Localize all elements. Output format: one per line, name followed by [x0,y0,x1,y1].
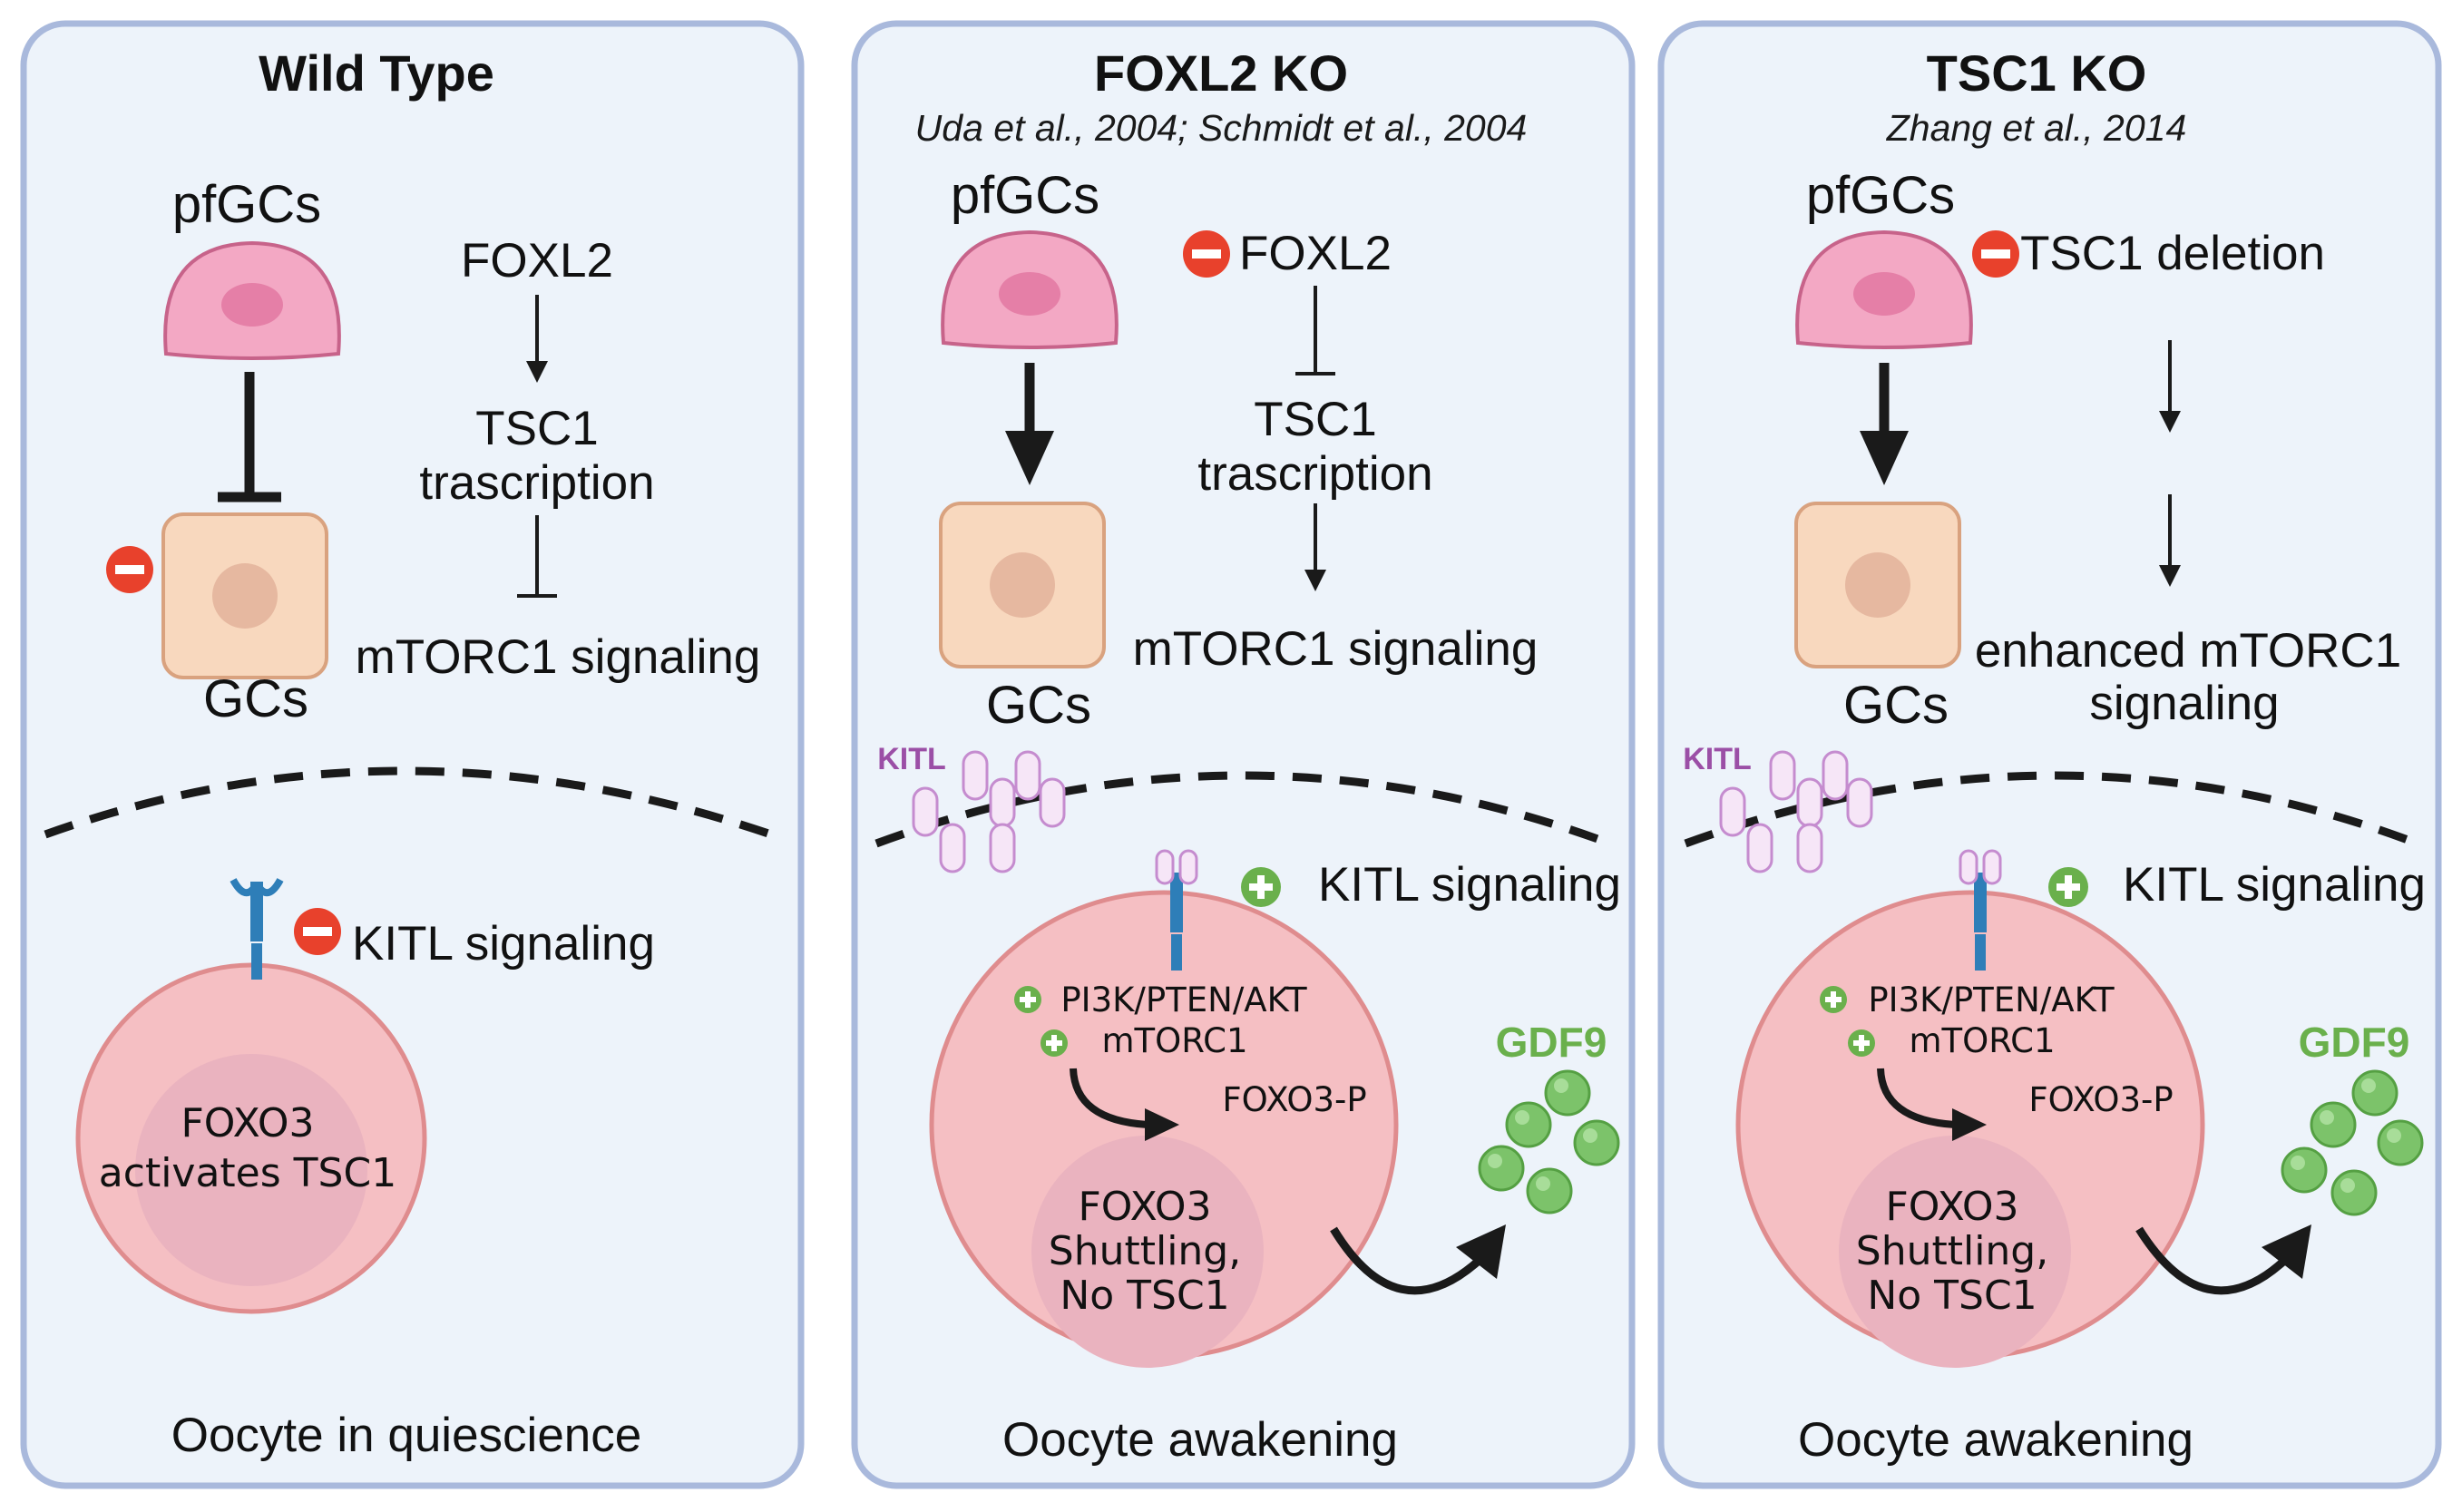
panel-foxl2-ko: FOXL2 KO Uda et al., 2004; Schmidt et al… [851,20,1636,1489]
enhanced-mtorc1: enhanced mTORC1 [1975,624,2401,678]
phosphorylation-arrow [1877,1068,1956,1128]
nucleus-line1: FOXO3 [181,1100,314,1146]
follicle-boundary [44,766,773,839]
gdf9-label: GDF9 [1496,1019,1607,1066]
oocyte-nucleus [135,1054,367,1286]
nucleus-line2: Shuttling, [1856,1228,2048,1274]
gcs-label: GCs [1843,676,1949,735]
panel-foxl2-ko-citation: Uda et al., 2004; Schmidt et al., 2004 [915,107,1528,149]
secretion-arrowhead [1456,1224,1506,1279]
secretion-arrow [2135,1226,2288,1295]
oocyte-nucleus [1839,1136,2071,1368]
pi3k-pathway: PI3K/PTEN/AKT [1868,980,2115,1019]
pfgcs-label: pfGCs [1806,166,1955,225]
mtorc1-label: mTORC1 [1909,1021,2055,1060]
pathway-tsc1: TSC1 [1254,393,1376,446]
plus-icon [1040,1029,1068,1057]
oocyte-nucleus [1031,1136,1264,1368]
minus-icon [106,546,153,593]
plus-icon [1820,986,1847,1013]
gc-cell [939,502,1106,668]
foxo3p-label: FOXO3-P [2028,1080,2173,1119]
panel-caption: Oocyte awakening [1798,1413,2193,1467]
kitl-signaling: KITL signaling [1318,858,1621,912]
nucleus-line3: No TSC1 [1867,1273,2037,1319]
minus-icon [1183,230,1230,278]
follicle-boundary [1684,771,2419,848]
pathway-tsc1-trascription: trascription [1197,447,1432,501]
nucleus-line3: No TSC1 [1060,1273,1229,1319]
phosphorylation-arrowhead [1145,1108,1179,1141]
panel-tsc1-ko: TSC1 KO Zhang et al., 2014 pfGCs GCs TSC… [1657,20,2442,1489]
plus-icon [2048,867,2088,907]
secretion-arrow [1330,1226,1481,1295]
kitl-ligand-label: KITL [1683,742,1752,776]
pathway-mtorc1: mTORC1 signaling [1133,622,1539,676]
enhanced-signaling: signaling [2089,677,2279,730]
panel-tsc1-ko-title: TSC1 KO [1927,44,2147,102]
pathway-tsc1-trascription: trascription [419,456,654,510]
kit-receptor [1155,849,1198,971]
phosphorylation-arrowhead [1952,1108,1987,1141]
foxo3p-label: FOXO3-P [1222,1080,1366,1119]
follicle-boundary [874,771,1612,848]
gcs-label: GCs [203,669,308,728]
pathway-tsc1: TSC1 [475,402,598,455]
gc-cell [161,512,328,679]
pathway-mtorc1: mTORC1 signaling [356,630,761,684]
nucleus-line2: Shuttling, [1049,1228,1241,1274]
panel-caption: Oocyte in quiescience [171,1409,642,1462]
secretion-arrowhead [2262,1224,2311,1279]
kitl-signaling: KITL signaling [352,917,655,971]
phosphorylation-arrow [1070,1068,1148,1128]
tsc1-deletion: TSC1 deletion [2020,227,2325,280]
activation-arrowhead [1005,431,1054,485]
nucleus-line1: FOXO3 [1078,1184,1211,1230]
gdf9-label: GDF9 [2299,1019,2410,1066]
minus-icon [294,908,341,955]
pfgcs-label: pfGCs [172,175,321,234]
kitl-signaling: KITL signaling [2123,858,2426,912]
gcs-label: GCs [986,676,1091,735]
activation-arrowhead [1860,431,1909,485]
minus-icon [1972,230,2019,278]
panel-caption: Oocyte awakening [1002,1413,1398,1467]
plus-icon [1241,867,1281,907]
kit-receptor [1959,849,2002,971]
panel-foxl2-ko-title: FOXL2 KO [1094,44,1348,102]
panel-tsc1-ko-citation: Zhang et al., 2014 [1886,107,2187,149]
plus-icon [1014,986,1041,1013]
pi3k-pathway: PI3K/PTEN/AKT [1060,980,1307,1019]
kit-receptor [230,877,284,980]
plus-icon [1848,1029,1875,1057]
pfgcs-label: pfGCs [951,166,1099,225]
pathway-foxl2: FOXL2 [461,234,613,288]
kitl-ligand-label: KITL [877,742,946,776]
pathway-foxl2: FOXL2 [1239,227,1392,280]
mtorc1-label: mTORC1 [1101,1021,1247,1060]
nucleus-line1: FOXO3 [1885,1184,2018,1230]
panel-wild-type-title: Wild Type [259,44,494,102]
panel-wild-type: Wild Type pfGCs GCs FOXL2 TSC1 trascript… [20,20,805,1489]
nucleus-line2: activates TSC1 [99,1150,396,1196]
gc-cell [1794,502,1961,668]
